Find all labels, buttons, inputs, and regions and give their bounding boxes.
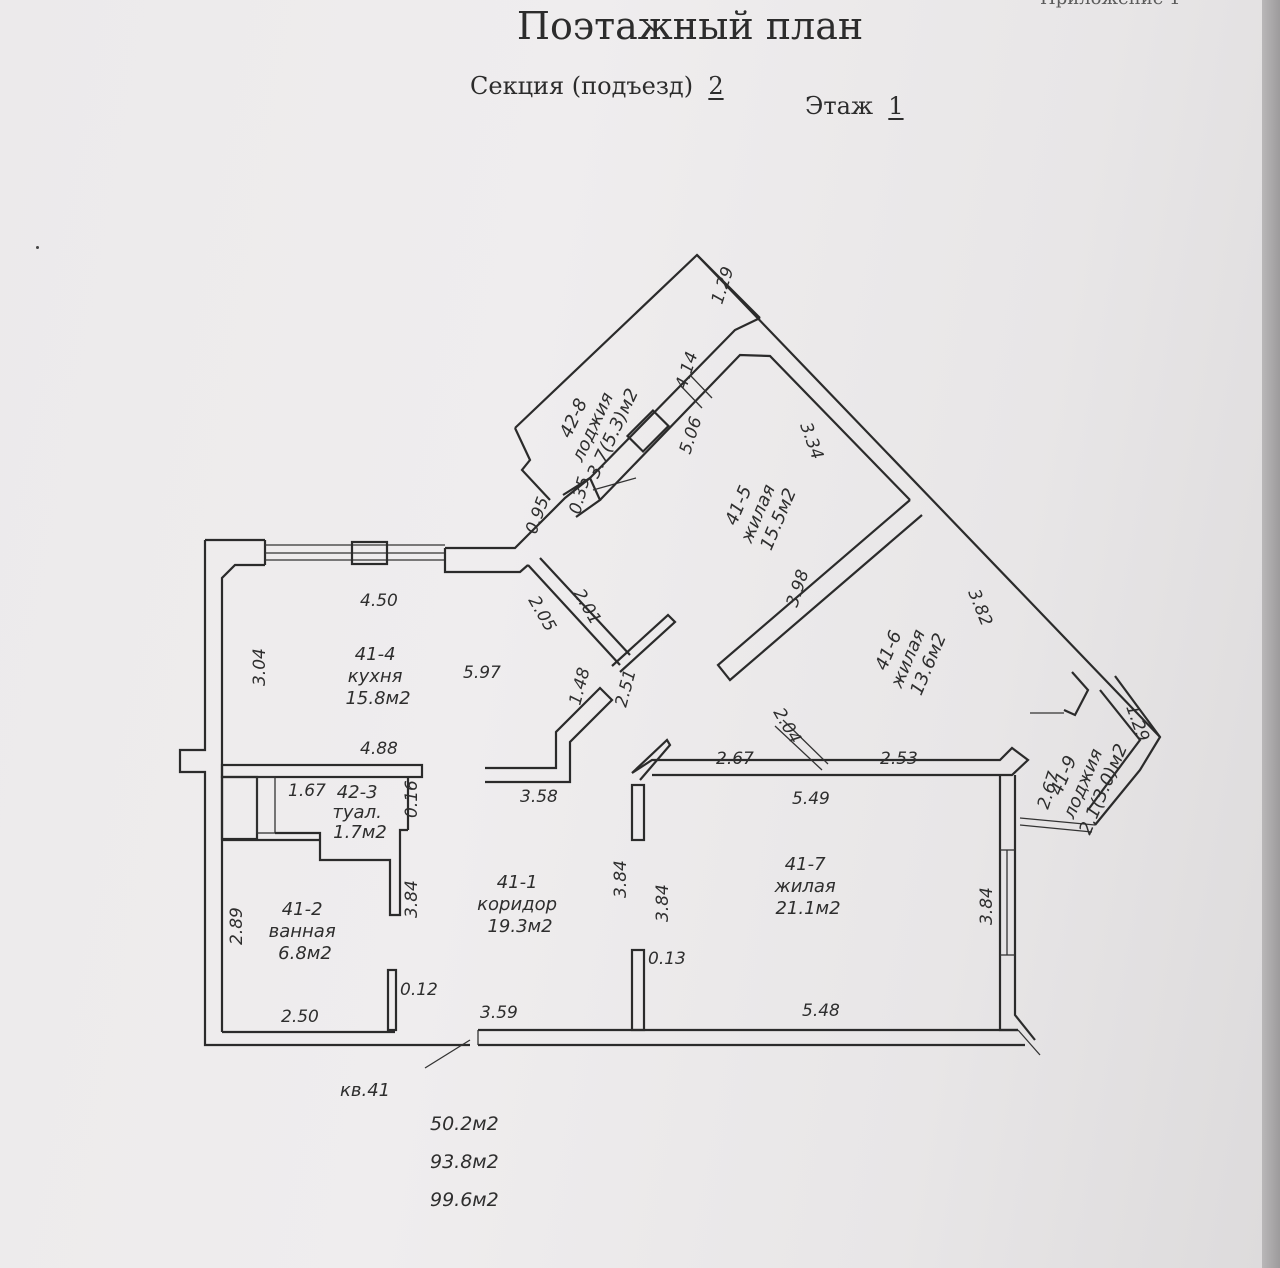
dimension-value: 2.51 xyxy=(612,668,641,710)
dimension-value: 5.48 xyxy=(802,1001,840,1021)
room-name: жилая xyxy=(773,876,835,897)
section-line: Секция (подъезд) 2 xyxy=(470,72,724,100)
dimension-value: 5.49 xyxy=(792,789,830,809)
room-area: 1.7м2 xyxy=(333,822,387,843)
dimension-value: 1.67 xyxy=(288,781,326,801)
section-label: Секция (подъезд) xyxy=(470,72,694,100)
dimension-value: 3.58 xyxy=(520,787,558,807)
room-name: ванная xyxy=(269,921,336,942)
room-name: кухня xyxy=(348,666,403,687)
page-title: Поэтажный план xyxy=(516,4,864,48)
room-area: 19.3м2 xyxy=(487,916,552,937)
apartment-summary: кв.41 50.2м2 93.8м2 99.6м2 xyxy=(340,1080,499,1211)
dimension-value: 3.34 xyxy=(795,420,827,462)
svg-text:41-2 ванная 6.8м2: 41-2 ванная 6.8м2 xyxy=(269,899,342,964)
apartment-number: кв.41 xyxy=(340,1080,390,1101)
dimension-value: 3.82 xyxy=(963,586,996,629)
svg-text:41-7 жилая 21.1м2: 41-7 жилая 21.1м2 xyxy=(773,854,841,919)
room-area: 21.1м2 xyxy=(775,898,840,919)
dimension-value: 5.06 xyxy=(676,414,707,456)
svg-text:41-5 жилая 15.5м2: 41-5 жилая 15.5м2 xyxy=(717,468,802,555)
dimension-value: 3.98 xyxy=(783,567,814,609)
svg-text:41-1 коридор 19.3м: 41-1 коридор 19.3м2 xyxy=(477,872,563,937)
dimension-value: 3.84 xyxy=(977,887,997,925)
room-id: 41-2 xyxy=(282,899,323,920)
dimension-value: 3.84 xyxy=(653,884,673,922)
svg-text:41-4 кухня 15.8м2: 41-4 кухня 15.8м2 xyxy=(345,644,410,709)
svg-text:41-6 жилая 13.6м2: 41-6 жилая 13.6м2 xyxy=(867,613,952,700)
floor-label: Этаж xyxy=(805,92,874,120)
dimension-value: 3.59 xyxy=(480,1003,518,1023)
dimension-value: 0.16 xyxy=(402,780,422,818)
room-area: 15.8м2 xyxy=(345,688,410,709)
dimension-value: 3.84 xyxy=(611,860,631,898)
dimension-value: 2.50 xyxy=(281,1007,319,1027)
total-area-full: 99.6м2 xyxy=(430,1189,499,1211)
dimension-value: 2.05 xyxy=(524,593,560,636)
total-area-general: 93.8м2 xyxy=(430,1151,499,1173)
dimension-value: 4.88 xyxy=(360,739,398,759)
room-name: коридор xyxy=(477,894,557,915)
room-area: 6.8м2 xyxy=(278,943,332,964)
room-name: туал. xyxy=(332,802,381,823)
dimension-value: 0.13 xyxy=(648,949,686,969)
dimension-value: 2.53 xyxy=(880,749,918,769)
ink-dot xyxy=(36,246,39,249)
room-labels: 42-8 лоджия 3.7(5.3)м2 41-5 жилая 15.5м2… xyxy=(269,385,1132,964)
floor-line: Этаж 1 xyxy=(805,92,904,120)
dimension-value: 2.89 xyxy=(227,907,247,945)
room-id: 41-4 xyxy=(355,644,396,665)
room-id: 41-1 xyxy=(497,872,538,893)
section-value: 2 xyxy=(708,72,724,100)
total-area-living: 50.2м2 xyxy=(430,1113,499,1135)
dimension-value: 0.35 xyxy=(566,475,595,517)
dimension-value: 3.84 xyxy=(402,880,422,918)
dimension-value: 1.48 xyxy=(566,665,595,707)
dimension-value: 3.04 xyxy=(250,648,270,686)
dimension-value: 5.97 xyxy=(463,663,501,683)
dimension-value: 4.50 xyxy=(360,591,398,611)
dimension-value: 2.67 xyxy=(716,749,754,769)
floor-value: 1 xyxy=(888,92,904,120)
svg-text:42-3 туал. 1.7м2: 42-3 туал. 1.7м2 xyxy=(332,782,387,843)
walls xyxy=(178,253,1162,1069)
room-id: 41-7 xyxy=(785,854,826,875)
dimension-value: 0.12 xyxy=(400,980,438,1000)
appendix-note: Приложение 1 xyxy=(1040,0,1181,9)
room-id: 42-3 xyxy=(337,782,378,803)
page-edge-shadow xyxy=(1262,0,1280,1268)
dimension-value: 2.04 xyxy=(769,705,805,748)
dimension-value: 4.14 xyxy=(672,349,703,391)
